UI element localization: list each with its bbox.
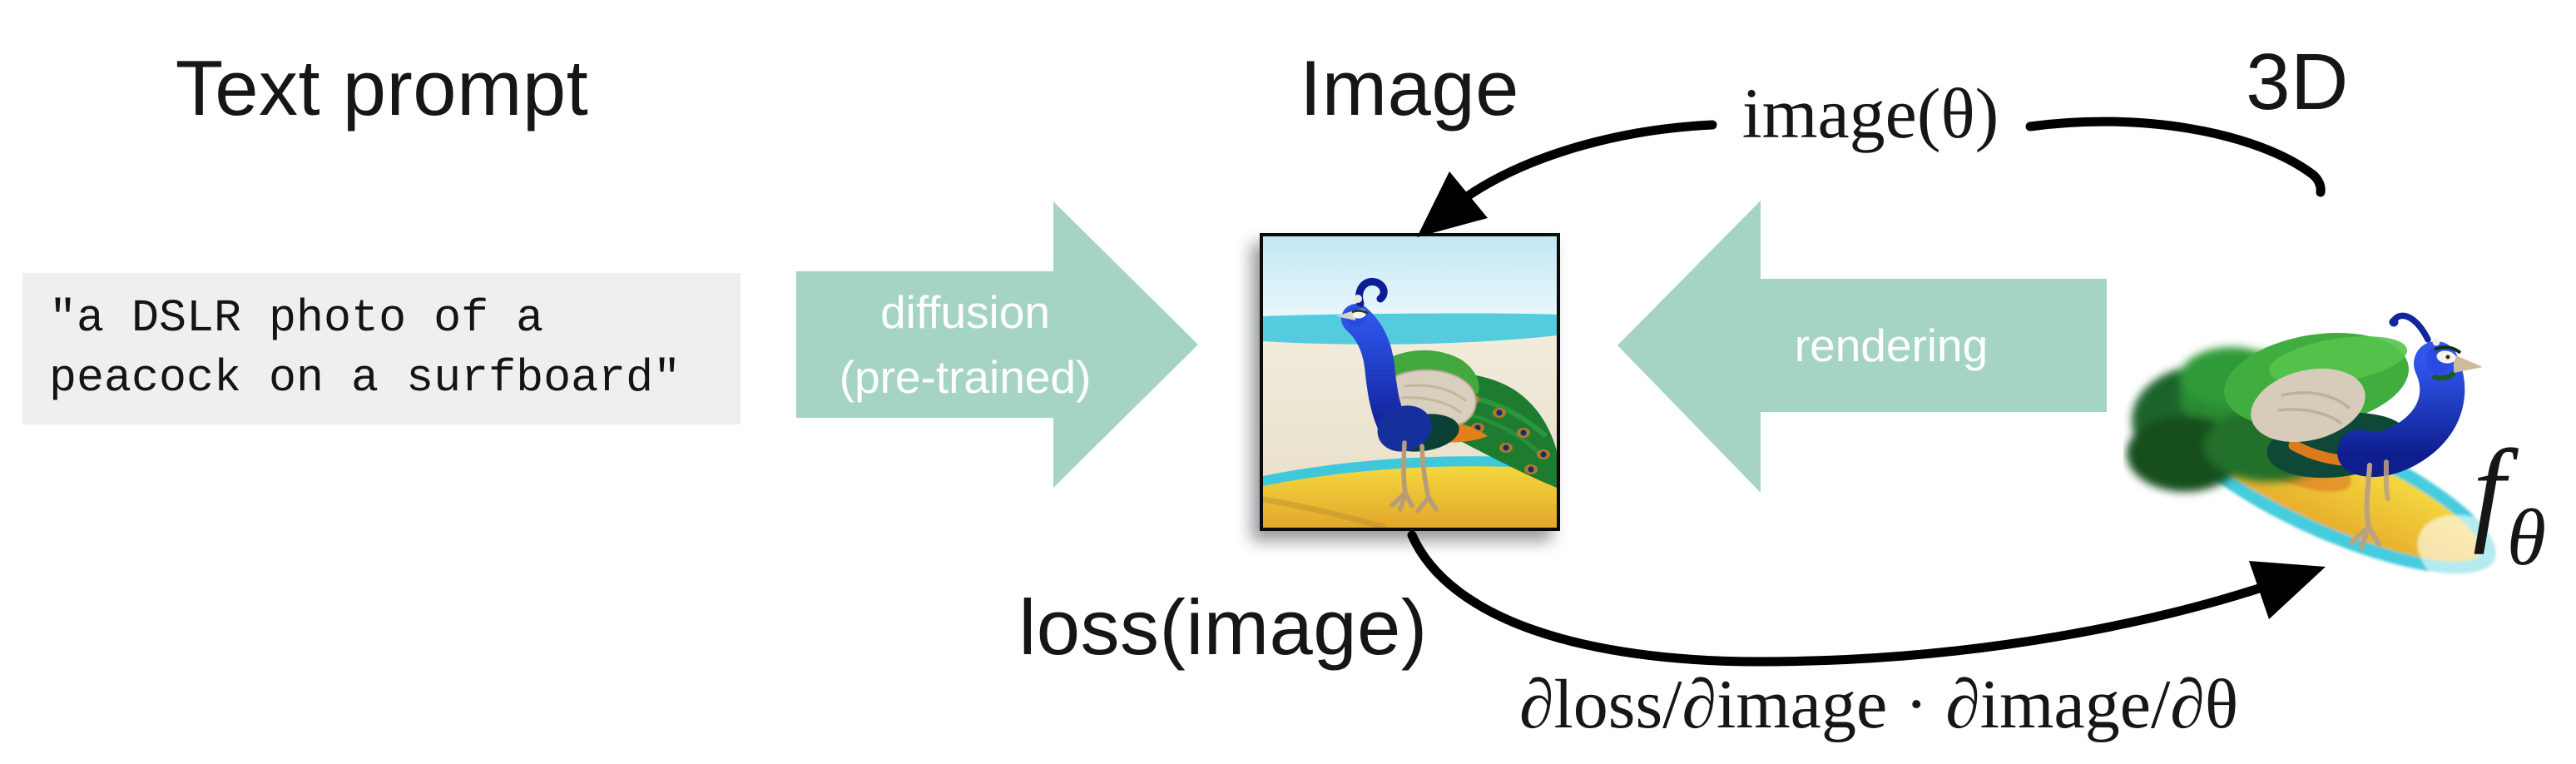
image-header: Image: [1300, 44, 1519, 131]
peacock-3d-body: [2224, 312, 2483, 550]
f-theta-base: f: [2473, 426, 2505, 555]
3d-header: 3D: [2246, 37, 2349, 127]
diffusion-arrow-label: diffusion (pre-trained): [796, 275, 1134, 414]
rendering-arrow-label: rendering: [1718, 279, 2064, 412]
image-theta-label: image(θ): [1741, 73, 1999, 153]
rendering-label: rendering: [1794, 320, 1989, 371]
f-theta-label: fθ: [2473, 433, 2546, 578]
top-arc-left-segment: [1447, 120, 1717, 213]
generated-peacock-image: [1260, 233, 1560, 531]
peacock-legs: [1390, 440, 1439, 513]
peacock-3d-illustration: [2127, 312, 2529, 599]
diffusion-label-line1: diffusion: [880, 286, 1050, 338]
peacock-head: [1336, 278, 1388, 327]
peacock-3d-render: [2123, 171, 2533, 599]
peacock-3d-head: [2389, 312, 2483, 381]
diffusion-label-line2: (pre-trained): [839, 351, 1092, 403]
arrowhead-into-image-icon: [1417, 171, 1488, 237]
f-theta-subscript: θ: [2506, 493, 2547, 582]
prompt-line-2: peacock on a surfboard": [49, 352, 681, 404]
diffusion-arrow-shape: [796, 201, 1198, 488]
peacock-3d-legs: [2349, 459, 2390, 550]
diffusion-arrow: [796, 201, 1198, 488]
rendering-arrow: [1617, 201, 2107, 493]
loss-image-label: loss(image): [1018, 583, 1428, 671]
rendering-arrow-shape: [1617, 201, 2107, 493]
text-prompt-header: Text prompt: [175, 44, 589, 131]
peacock-photo-illustration: [1263, 236, 1557, 528]
prompt-line-1: "a DSLR photo of a: [49, 292, 544, 345]
peacock: [1336, 278, 1557, 513]
gradient-formula-label: ∂loss/∂image · ∂image/∂θ: [1518, 666, 2239, 743]
text-prompt-box: "a DSLR photo of a peacock on a surfboar…: [22, 273, 741, 424]
